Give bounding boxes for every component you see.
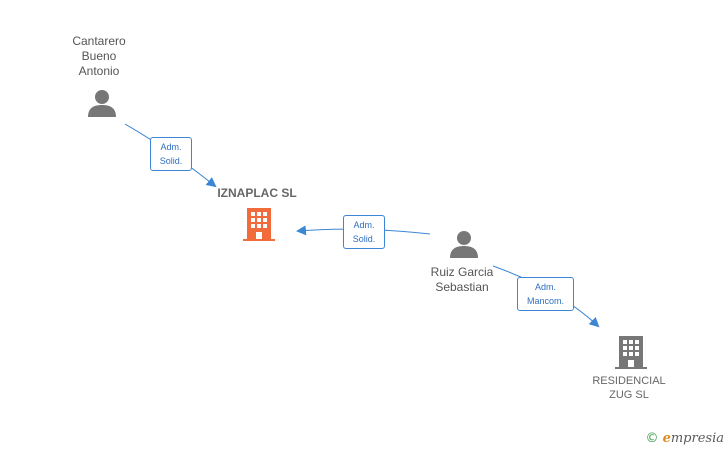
person-icon[interactable] xyxy=(449,229,479,259)
edge-label-cantarero-iznaplac[interactable]: Adm. Solid. xyxy=(150,137,192,171)
company-label-residencial: RESIDENCIAL ZUG SL xyxy=(592,375,666,401)
person-icon[interactable] xyxy=(87,88,117,118)
company-label-iznaplac: IZNAPLAC SL xyxy=(217,186,297,200)
building-icon[interactable] xyxy=(615,335,647,369)
building-icon[interactable] xyxy=(243,207,275,241)
edge-label-ruiz-residencial[interactable]: Adm. Mancom. xyxy=(517,277,574,311)
edge-label-ruiz-iznaplac[interactable]: Adm. Solid. xyxy=(343,215,385,249)
person-label-cantarero: Cantarero Bueno Antonio xyxy=(72,34,126,78)
empresia-logo: © empresia xyxy=(645,431,724,446)
person-label-ruiz: Ruiz Garcia Sebastian xyxy=(430,265,494,294)
